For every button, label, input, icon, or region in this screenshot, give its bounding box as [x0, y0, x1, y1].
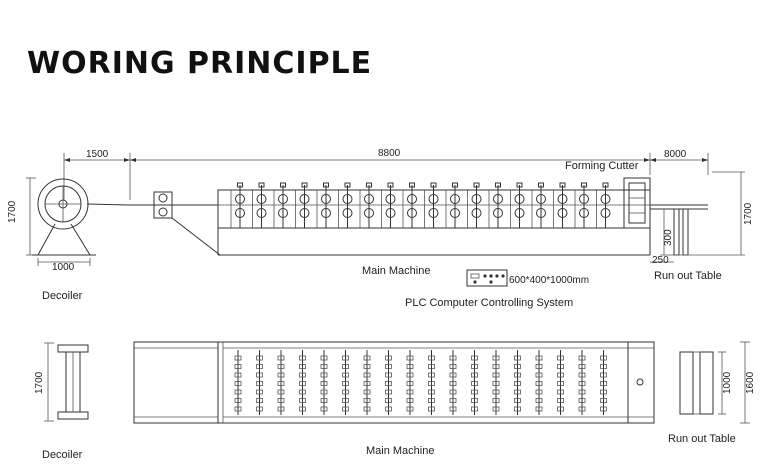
side-stand: [273, 182, 288, 228]
side-view: 1500 8800 8000 1700 1000 Decoiler: [7, 148, 754, 309]
decoiler-height-dimension: 1700: [7, 200, 18, 223]
top-dimension-line: [63, 153, 709, 200]
forming-cutter-label: Forming Cutter: [565, 160, 639, 172]
decoiler-width-dimension: 1000: [52, 262, 75, 273]
main-machine-side-label: Main Machine: [362, 265, 430, 277]
side-stand: [574, 182, 589, 228]
plan-stand: [234, 350, 242, 415]
runout-plan-label: Run out Table: [668, 433, 736, 445]
decoiler-side: [26, 177, 131, 266]
plan-table-inner-dimension: 1000: [722, 371, 733, 394]
side-stand: [488, 182, 503, 228]
page-title: WORING PRINCIPLE: [27, 46, 373, 81]
runout-table-side: [650, 171, 745, 263]
plan-stand: [449, 350, 457, 415]
plan-stand: [557, 350, 564, 415]
plan-stand: [277, 350, 285, 415]
plan-stand: [492, 350, 500, 415]
main-machine-plan: [133, 341, 655, 424]
plc-system-label: PLC Computer Controlling System: [405, 297, 573, 309]
plan-stand: [600, 350, 607, 415]
side-stand: [467, 182, 482, 228]
plan-stand: [299, 350, 306, 415]
side-stand: [252, 182, 267, 228]
table-height-right-dimension: 1700: [743, 202, 754, 225]
side-stand: [338, 182, 353, 228]
plan-stand: [363, 350, 371, 415]
side-stand: [445, 182, 460, 228]
side-stand: [596, 182, 611, 228]
runout-table-plan: [679, 341, 750, 424]
plan-stand: [514, 350, 521, 415]
plan-stand: [471, 350, 478, 415]
side-stand: [381, 182, 396, 228]
plan-stand: [342, 350, 349, 415]
plan-stand: [385, 350, 392, 415]
side-stand: [531, 182, 546, 228]
main-machine-side: [130, 177, 708, 256]
decoiler-plan-label: Decoiler: [42, 449, 83, 461]
decoiler-gap-dimension: 1500: [86, 149, 109, 160]
plan-table-outer-dimension: 1600: [745, 371, 756, 394]
decoiler-side-label: Decoiler: [42, 290, 83, 302]
runout-side-label: Run out Table: [654, 270, 722, 282]
decoiler-plan: [44, 342, 89, 422]
forming-stands-plan: [234, 350, 607, 415]
plan-stand: [406, 350, 414, 415]
forming-stands-side: [230, 182, 611, 228]
side-stand: [316, 182, 331, 228]
plan-stand: [256, 350, 263, 415]
plan-stand: [535, 350, 543, 415]
side-stand: [359, 182, 374, 228]
plc-control-box: [466, 269, 508, 287]
runout-length-dimension: 8000: [664, 149, 687, 160]
main-length-dimension: 8800: [378, 148, 401, 159]
plan-view: 1700 Decoiler Main Machine: [34, 341, 756, 461]
plc-size-label: 600*400*1000mm: [509, 275, 589, 286]
side-stand: [295, 182, 310, 228]
main-machine-plan-label: Main Machine: [366, 445, 434, 457]
side-stand: [510, 182, 525, 228]
plan-height-left-dimension: 1700: [34, 371, 45, 394]
side-stand: [553, 182, 568, 228]
plan-stand: [320, 350, 328, 415]
side-stand: [424, 182, 439, 228]
plan-stand: [428, 350, 435, 415]
side-stand: [230, 182, 245, 228]
table-offset-dimension: 250: [652, 255, 669, 266]
side-stand: [402, 182, 417, 228]
plan-stand: [578, 350, 586, 415]
table-leg-dimension: 300: [663, 229, 674, 246]
